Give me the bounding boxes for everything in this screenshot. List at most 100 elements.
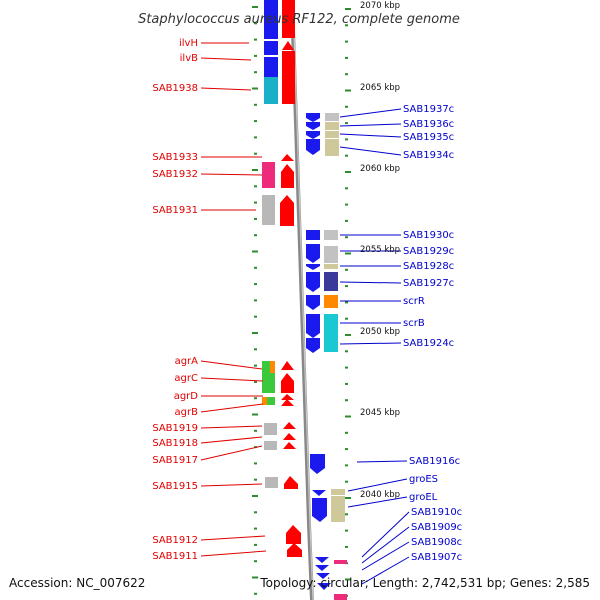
gene-arrow-top[interactable] [282, 0, 295, 38]
gene-label-agrA[interactable]: agrA [175, 356, 199, 367]
gene-label-ilvH[interactable]: ilvH [179, 38, 198, 49]
gene-label-SAB1910c[interactable]: SAB1910c [411, 507, 462, 518]
gene-block-SAB1935c[interactable] [325, 131, 339, 138]
gene-label-SAB1908c[interactable]: SAB1908c [411, 537, 462, 548]
gene-label-agrC[interactable]: agrC [174, 373, 198, 384]
gene-label-SAB1909c[interactable]: SAB1909c [411, 522, 462, 533]
gene-block-SAB1915[interactable] [265, 477, 278, 488]
gene-label-SAB1934c[interactable]: SAB1934c [403, 150, 454, 161]
gene-arrow-agrB[interactable] [281, 399, 294, 406]
gene-block-agrB[interactable] [267, 397, 275, 405]
gene-label-SAB1911[interactable]: SAB1911 [152, 551, 198, 562]
gene-arrow-scrR[interactable] [306, 295, 320, 310]
gene-label-SAB1924c[interactable]: SAB1924c [403, 338, 454, 349]
gene-label-SAB1935c[interactable]: SAB1935c [403, 132, 454, 143]
gene-block-SAB1934c[interactable] [325, 139, 339, 156]
gene-arrow-SAB1935c[interactable] [306, 131, 320, 139]
accession-label: Accession: NC_007622 [9, 576, 146, 590]
gene-block-ilvH[interactable] [264, 41, 278, 55]
gene-block-SAB1917[interactable] [264, 441, 277, 450]
gene-arrow-SAB1932[interactable] [281, 164, 294, 188]
gene-arrow-groES[interactable] [312, 490, 326, 496]
gene-arrow-SAB1917[interactable] [283, 442, 296, 449]
gene-label-SAB1933[interactable]: SAB1933 [152, 152, 198, 163]
gene-block-SAB1919[interactable] [264, 423, 277, 435]
gene-arrow-SAB1937c[interactable] [306, 113, 320, 122]
gene-arrow-SAB1936c[interactable] [306, 122, 320, 130]
gene-arrow-SAB1907c[interactable] [317, 583, 331, 590]
gene-block-groES[interactable] [331, 489, 345, 495]
gene-label-groES[interactable]: groES [409, 474, 438, 485]
gene-block-SAB1936c[interactable] [325, 122, 339, 130]
gene-block-scrR[interactable] [324, 295, 338, 308]
gene-block-SAB1930c[interactable] [324, 230, 338, 240]
gene-arrow-SAB1929c[interactable] [306, 244, 320, 263]
gene-label-SAB1930c[interactable]: SAB1930c [403, 230, 454, 241]
gene-block-SAB1910c[interactable] [334, 560, 347, 564]
gene-arrow-agrC[interactable] [281, 373, 294, 393]
gene-block-top[interactable] [264, 0, 278, 39]
gene-label-SAB1932[interactable]: SAB1932 [152, 169, 198, 180]
gene-block-scrB[interactable] [324, 314, 338, 352]
gene-arrow-SAB1908c[interactable] [316, 573, 330, 579]
gene-block-agrD[interactable] [262, 397, 267, 405]
gene-arrow-SAB1918[interactable] [283, 433, 296, 440]
gene-block-agrA-b[interactable] [270, 361, 275, 373]
gene-arrow-SAB1938[interactable] [282, 76, 295, 104]
gene-arrow-SAB1931[interactable] [280, 195, 294, 226]
gene-arrow-SAB1916c[interactable] [310, 454, 325, 474]
gene-arrow-SAB1909c[interactable] [315, 565, 329, 571]
gene-arrow-SAB1919[interactable] [283, 422, 296, 429]
gene-arrow-SAB1934c[interactable] [306, 139, 320, 155]
gene-block-agrC[interactable] [262, 373, 275, 393]
gene-label-ilvB[interactable]: ilvB [180, 53, 198, 64]
gene-label-groEL[interactable]: groEL [409, 492, 438, 503]
gene-arrow-SAB1928c[interactable] [306, 264, 320, 270]
gene-label-SAB1938[interactable]: SAB1938 [152, 83, 198, 94]
gene-label-agrD[interactable]: agrD [174, 391, 199, 402]
gene-block-groEL[interactable] [331, 496, 345, 522]
gene-label-SAB1929c[interactable]: SAB1929c [403, 246, 454, 257]
gene-arrow-SAB1930c[interactable] [306, 230, 320, 240]
gene-block-bottom[interactable] [334, 594, 347, 600]
gene-arrow-SAB1927c[interactable] [306, 272, 320, 292]
gene-arrow-groEL[interactable] [312, 498, 327, 522]
gene-label-scrB[interactable]: scrB [403, 318, 425, 329]
gene-label-SAB1931[interactable]: SAB1931 [152, 205, 198, 216]
gene-arrow-ilvB[interactable] [282, 51, 295, 76]
gene-arrow-SAB1924c[interactable] [306, 338, 320, 353]
gene-label-SAB1916c[interactable]: SAB1916c [409, 456, 460, 467]
gene-label-SAB1917[interactable]: SAB1917 [152, 455, 198, 466]
gene-block-SAB1928c[interactable] [324, 264, 338, 269]
gene-arrow-ilvH[interactable] [282, 41, 294, 50]
gene-label-SAB1907c[interactable]: SAB1907c [411, 552, 462, 563]
gene-label-SAB1927c[interactable]: SAB1927c [403, 278, 454, 289]
gene-block-SAB1932[interactable] [262, 162, 275, 188]
gene-label-agrB[interactable]: agrB [175, 407, 199, 418]
gene-label-SAB1936c[interactable]: SAB1936c [403, 119, 454, 130]
gene-block-SAB1927c[interactable] [324, 272, 338, 291]
gene-arrow-agrA[interactable] [281, 361, 294, 370]
gene-label-scrR[interactable]: scrR [403, 296, 425, 307]
gene-label-SAB1937c[interactable]: SAB1937c [403, 104, 454, 115]
gene-label-SAB1928c[interactable]: SAB1928c [403, 261, 454, 272]
kbp-label: 2060 kbp [360, 164, 400, 174]
gene-label-SAB1918[interactable]: SAB1918 [152, 438, 198, 449]
gene-block-SAB1937c[interactable] [325, 113, 339, 121]
gene-block-SAB1931[interactable] [262, 195, 275, 225]
gene-arrow-SAB1911[interactable] [287, 543, 302, 557]
gene-arrow-scrB[interactable] [306, 314, 320, 338]
gene-label-SAB1912[interactable]: SAB1912 [152, 535, 198, 546]
gene-block-SAB1938[interactable] [264, 77, 278, 104]
gene-block-SAB1929c[interactable] [324, 246, 338, 263]
gene-label-SAB1919[interactable]: SAB1919 [152, 423, 198, 434]
gene-block-ilvB[interactable] [264, 57, 278, 77]
gene-arrow-SAB1912[interactable] [286, 525, 301, 544]
gene-arrow-SAB1910c[interactable] [315, 557, 329, 563]
gene-arrow-SAB1915[interactable] [284, 476, 298, 489]
tick-mark-left [254, 201, 257, 204]
gene-label-SAB1915[interactable]: SAB1915 [152, 481, 198, 492]
gene-arrow-SAB1933[interactable] [281, 154, 294, 161]
gene-arrow-agrD[interactable] [281, 394, 294, 400]
